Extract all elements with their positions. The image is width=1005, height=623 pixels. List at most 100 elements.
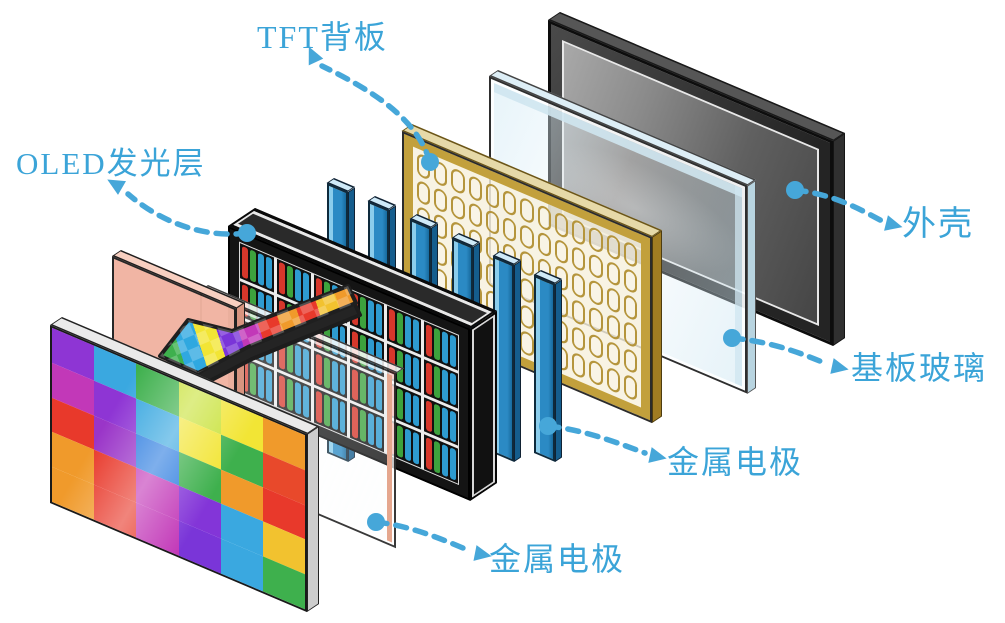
tft-slot <box>606 232 620 262</box>
oled-subpixel-stripe <box>413 394 420 428</box>
mosaic-cell <box>178 485 221 539</box>
oled-subpixel-stripe <box>323 280 330 314</box>
oled-subpixel-stripe <box>426 437 433 471</box>
oled-subpixel-stripe <box>265 256 272 290</box>
tft-slot <box>434 186 448 215</box>
oled-subpixel-stripe <box>397 425 404 459</box>
oled-subpixel-stripe <box>426 399 433 433</box>
mosaic-cell <box>178 451 221 504</box>
mosaic-cell <box>136 468 179 521</box>
oled-subpixel-stripe <box>426 361 433 396</box>
oled-subpixel-stripe <box>339 287 346 321</box>
oled-subpixel-stripe <box>405 390 412 425</box>
tft-side-face <box>652 230 662 423</box>
oled-subpixel-stripe <box>434 440 441 475</box>
substrate-glass-side-face <box>747 179 756 394</box>
mosaic-cell <box>94 380 137 434</box>
tft-slot <box>520 302 534 332</box>
tft-slot <box>434 159 448 188</box>
tft-slot <box>572 244 586 274</box>
tft-slot <box>503 188 517 218</box>
oled-subpixel-stripe <box>405 315 412 349</box>
tft-slot <box>606 312 620 342</box>
oled-subpixel-stripe <box>242 245 248 280</box>
tft-slot <box>503 215 517 244</box>
oled-subpixel-stripe <box>397 311 404 346</box>
oled-subpixel-stripe <box>434 327 441 361</box>
oled-subpixel-stripe <box>315 277 322 311</box>
tft-slot <box>572 298 586 327</box>
oled-subpixel-stripe <box>405 352 412 387</box>
mosaic-cell <box>178 416 221 470</box>
label-metal-electrode-plate: 金属电极 <box>489 541 626 577</box>
tft-slot <box>468 174 482 203</box>
tft-slot <box>589 358 603 388</box>
oled-side-face <box>470 310 497 501</box>
tft-slot <box>623 373 637 402</box>
oled-subpixel-stripe <box>434 402 441 437</box>
oled-subpixel-stripe <box>376 302 383 337</box>
tft-slot <box>572 271 586 300</box>
oled-subpixel-stripe <box>294 268 301 302</box>
tft-slot <box>468 200 482 230</box>
tft-slot <box>451 193 465 222</box>
mosaic-cell <box>262 486 305 540</box>
mosaic-cell <box>136 502 179 556</box>
tft-slot <box>589 305 603 334</box>
tft-slot <box>520 222 534 252</box>
mosaic-cell <box>94 450 137 503</box>
mosaic-cell <box>220 503 263 557</box>
oled-subpixel-stripe <box>352 292 359 327</box>
oled-subpixel-stripe <box>442 330 449 365</box>
oled-subpixel-stripe <box>450 447 456 481</box>
mosaic-cell <box>52 362 95 416</box>
tft-slot <box>537 203 551 232</box>
oled-subpixel-stripe <box>249 249 256 283</box>
oled-subpixel-stripe <box>450 409 456 444</box>
housing-side-face <box>833 132 845 346</box>
label-housing: 外壳 <box>902 206 974 243</box>
mosaic-cell <box>136 398 179 452</box>
tft-slot <box>606 286 620 315</box>
mosaic-cell <box>220 434 263 487</box>
tft-slot <box>520 329 534 358</box>
mosaic-cell <box>220 538 263 592</box>
tft-slot <box>623 346 637 376</box>
oled-subpixel-stripe <box>413 318 420 352</box>
tft-slot <box>572 324 586 354</box>
oled-subpixel-stripe <box>257 252 264 286</box>
oled-subpixel-stripe <box>426 324 433 358</box>
mosaic-cell <box>262 452 305 505</box>
label-metal-electrode-bars: 金属电极 <box>667 444 804 480</box>
tft-slot <box>606 259 620 288</box>
tft-slot <box>572 218 586 247</box>
mosaic-cell <box>262 521 305 575</box>
tft-slot <box>485 208 500 237</box>
tft-slot <box>623 266 637 296</box>
tft-slot <box>485 181 500 210</box>
label-tft-backplane: TFT背板 <box>257 19 388 55</box>
oled-subpixel-stripe <box>331 283 338 318</box>
tft-slot <box>520 196 534 225</box>
tft-slot <box>520 276 534 305</box>
oled-subpixel-stripe <box>413 356 420 390</box>
front-screen-side-face <box>307 425 319 612</box>
mosaic-cell <box>52 397 95 451</box>
tft-slot <box>520 249 534 278</box>
tft-slot <box>554 210 569 240</box>
tft-slot <box>623 320 637 349</box>
tft-slot <box>623 293 637 322</box>
tft-slot <box>589 225 603 254</box>
tft-slot <box>589 278 603 308</box>
label-oled-layer: OLED发光层 <box>16 146 206 181</box>
tft-slot <box>589 332 603 361</box>
tft-slot <box>606 339 620 368</box>
oled-subpixel-stripe <box>442 368 449 402</box>
tft-slot <box>623 240 637 269</box>
oled-subpixel-stripe <box>286 264 293 299</box>
oled-subpixel-stripe <box>278 261 285 295</box>
mosaic-cell <box>94 415 137 469</box>
oled-subpixel-stripe <box>368 299 375 333</box>
mosaic-cell <box>220 469 263 522</box>
tft-slot <box>589 252 603 281</box>
